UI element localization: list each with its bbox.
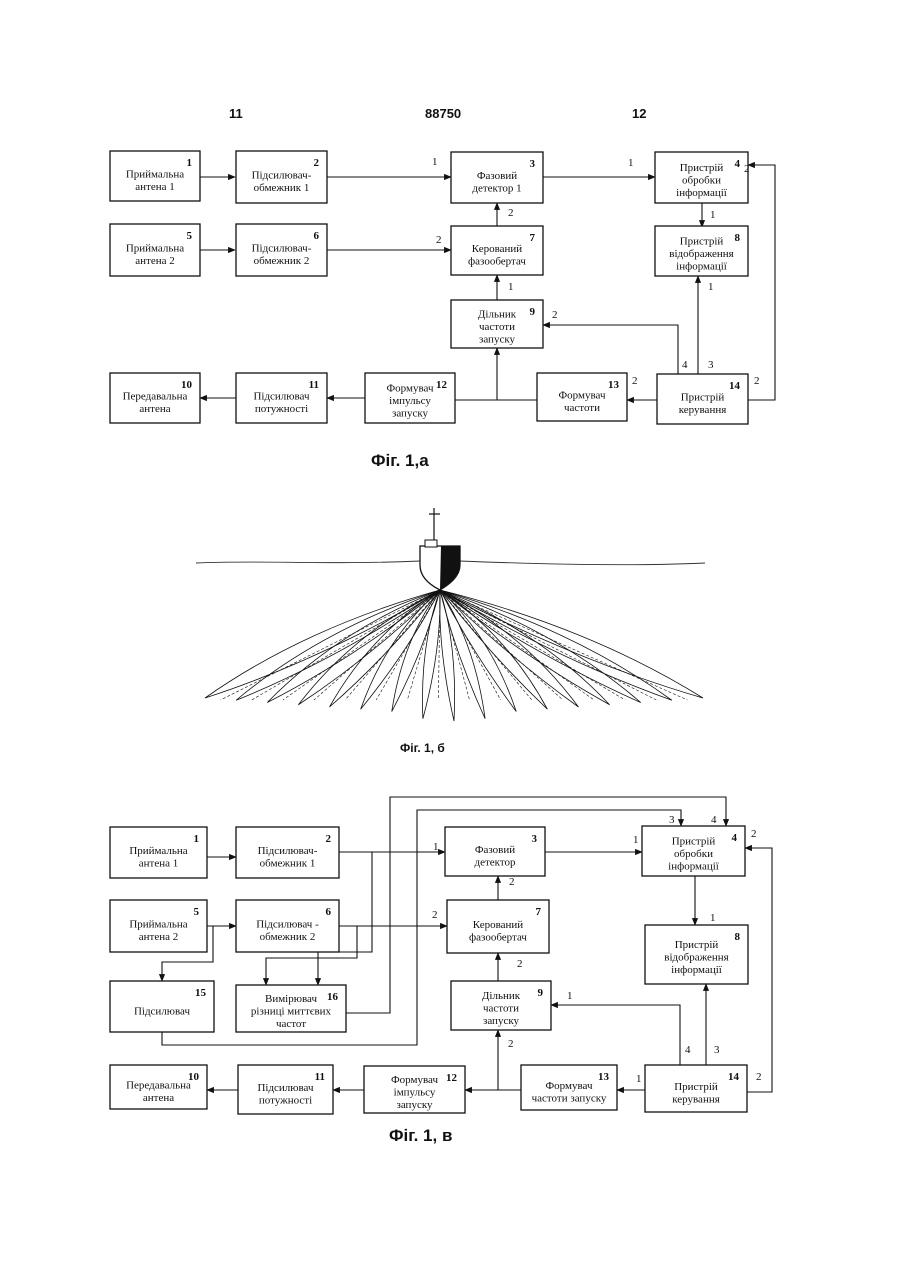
block-number: 9 — [538, 987, 544, 999]
block-label-line: частоти — [483, 1002, 519, 1014]
block-label-line: Фазовий — [475, 844, 515, 856]
block-label-line: детектор — [474, 857, 516, 869]
block-label-line: Передавальна — [126, 1080, 191, 1092]
block-div9: 9 Дільникчастотизапуску — [451, 981, 551, 1030]
block-label-line: інформації — [671, 964, 723, 976]
port-label: 1 — [710, 912, 716, 924]
port-label: 2 — [432, 909, 438, 921]
block-number: 12 — [446, 1072, 458, 1084]
block-number: 15 — [195, 987, 207, 999]
block-label-line: антена 2 — [139, 931, 178, 943]
block-number: 2 — [326, 833, 332, 845]
block-label-line: запуску — [483, 1015, 520, 1027]
block-label-line: Пристрій — [675, 939, 719, 951]
port-label: 3 — [669, 814, 675, 826]
block-label-line: Пристрій — [674, 1081, 718, 1093]
block-number: 1 — [194, 833, 200, 845]
block-ps7: 7Керованийфазообертач — [447, 900, 549, 953]
block-number: 14 — [728, 1071, 740, 1083]
block-amp2: 2Підсилювач-обмежник 1 — [236, 827, 339, 878]
block-label-line: Формувач — [391, 1074, 438, 1086]
block-number: 11 — [315, 1071, 325, 1083]
block-label-line: Підсилювач- — [258, 845, 318, 857]
block-ant5: 5Приймальнаантена 2 — [110, 900, 207, 952]
block-label-line: відображення — [664, 951, 729, 963]
block-number: 6 — [326, 906, 332, 918]
block-label-line: імпульсу — [394, 1086, 436, 1098]
block-number: 5 — [194, 906, 200, 918]
block-label-line: частоти запуску — [532, 1093, 607, 1105]
block-number: 3 — [532, 833, 538, 845]
block-label-line: Дільник — [482, 990, 521, 1002]
block-label-line: антена 1 — [139, 858, 178, 870]
block-label-line: фазообертач — [469, 932, 527, 944]
block-label-line: Підсилювач — [134, 1005, 191, 1017]
port-label: 3 — [714, 1044, 720, 1056]
port-label: 2 — [751, 828, 757, 840]
block-number: 16 — [327, 991, 339, 1003]
block-number: 7 — [536, 906, 542, 918]
port-label: 2 — [756, 1071, 762, 1083]
block-label-line: обмежник 2 — [260, 931, 316, 943]
block-proc4: 4 Пристрійобробкиінформації — [642, 826, 745, 876]
block-label-line: обмежник 1 — [260, 858, 316, 870]
port-label: 4 — [711, 814, 717, 826]
port-label: 2 — [517, 958, 523, 970]
block-label-line: Підсилювач — [257, 1082, 314, 1094]
port-label: 1 — [636, 1073, 642, 1085]
block-ff13: 13Формуваччастоти запуску — [521, 1065, 617, 1110]
block-number: 8 — [735, 931, 741, 943]
block-disp8: 8Пристрійвідображенняінформації — [645, 925, 748, 984]
block-tx10: 10Передавальнаантена — [110, 1065, 207, 1109]
port-label: 2 — [508, 1038, 514, 1050]
block-label-line: керування — [672, 1094, 720, 1106]
block-label-line: Вимірювач — [265, 993, 317, 1005]
block-label-line: інформації — [668, 860, 720, 872]
block-label-line: запуску — [396, 1099, 433, 1111]
block-label-line: Підсилювач - — [256, 919, 319, 931]
block-amp6: 6Підсилювач -обмежник 2 — [236, 900, 339, 952]
block-label-line: різниці миттєвих — [251, 1005, 332, 1017]
block-amp15: 15Підсилювач — [110, 981, 214, 1032]
block-label-line: антена — [143, 1092, 174, 1104]
block-ant1: 1Приймальнаантена 1 — [110, 827, 207, 878]
port-label: 1 — [633, 834, 639, 846]
port-label: 4 — [685, 1044, 691, 1056]
block-label-line: частот — [276, 1018, 306, 1030]
port-label: 1 — [433, 841, 439, 853]
block-label-line: Приймальна — [129, 919, 187, 931]
block-meas16: 16 Вимірювачрізниці миттєвихчастот — [236, 985, 346, 1032]
block-number: 13 — [598, 1071, 610, 1083]
block-number: 4 — [732, 832, 738, 844]
block-label-line: потужності — [259, 1095, 312, 1107]
block-label-line: обробки — [674, 848, 713, 860]
port-label: 2 — [509, 876, 515, 888]
block-ctl14: 14Пристрійкерування — [645, 1065, 747, 1112]
port-label: 1 — [567, 990, 573, 1002]
block-pa11: 11Підсилювачпотужності — [238, 1065, 333, 1114]
block-label-line: Формувач — [545, 1080, 592, 1092]
block-label-line: Пристрій — [672, 835, 716, 847]
block-label-line: Приймальна — [129, 845, 187, 857]
block-pd3: 3Фазовийдетектор — [445, 827, 545, 876]
block-label-line: Керований — [473, 919, 524, 931]
block-pf12: 12 Формувачімпульсузапуску — [364, 1066, 465, 1113]
